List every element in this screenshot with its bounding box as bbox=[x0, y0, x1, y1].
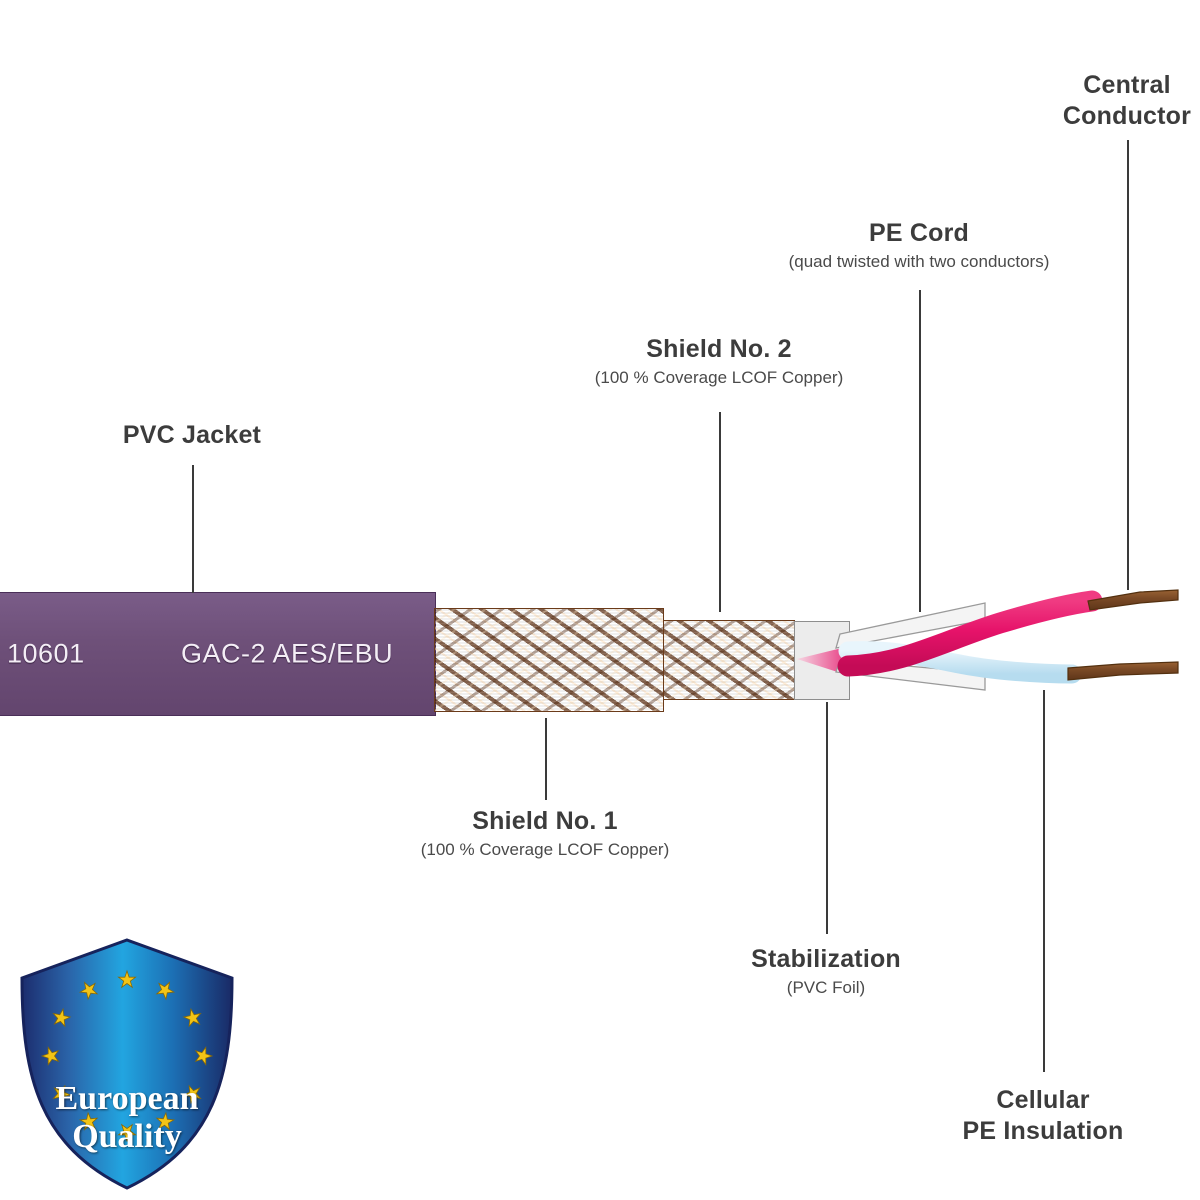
callout-shield-no-2-title: Shield No. 2 bbox=[646, 335, 792, 363]
leader-stabilization bbox=[826, 702, 828, 934]
badge-line1: European bbox=[55, 1080, 199, 1117]
callout-stabilization-subtitle: (PVC Foil) bbox=[786, 977, 866, 997]
braid-weave-1b bbox=[435, 609, 663, 711]
callout-pe-cord-title: PE Cord bbox=[868, 219, 970, 247]
central-conductor-tip-lower bbox=[1067, 661, 1179, 681]
callout-shield-no-2-subtitle: (100 % Coverage LCOF Copper) bbox=[594, 367, 844, 387]
braid-weave-1a bbox=[435, 609, 663, 711]
european-quality-badge: European Quality bbox=[18, 938, 236, 1190]
callout-stabilization-title: Stabilization bbox=[751, 945, 901, 973]
callout-pvc-jacket: PVC Jacket bbox=[62, 420, 322, 451]
jacket-model-marking: GAC-2 AES/EBU bbox=[181, 638, 394, 669]
badge-shield-shape bbox=[20, 938, 234, 1190]
braid-texture-1 bbox=[435, 609, 663, 711]
leader-shield-no-2 bbox=[719, 412, 721, 612]
callout-shield-no-1-title: Shield No. 1 bbox=[472, 807, 618, 835]
shield-no-1-braid bbox=[434, 608, 664, 712]
jacket-part-number: 10601 bbox=[7, 638, 85, 669]
callout-stabilization: Stabilization (PVC Foil) bbox=[626, 944, 1026, 998]
callout-cellular-pe-insulation-title: Cellular PE Insulation bbox=[962, 1086, 1124, 1145]
callout-cellular-pe-insulation: Cellular PE Insulation bbox=[883, 1085, 1200, 1146]
conductor-blue-insulation bbox=[838, 641, 1082, 684]
callout-shield-no-1-subtitle: (100 % Coverage LCOF Copper) bbox=[420, 839, 670, 859]
pe-cord-lower bbox=[835, 659, 986, 691]
conductor-pink-insulation bbox=[837, 590, 1103, 677]
shield-no-2-braid bbox=[663, 620, 795, 700]
callout-pe-cord: PE Cord (quad twisted with two conductor… bbox=[659, 218, 1179, 272]
callout-pe-cord-subtitle: (quad twisted with two conductors) bbox=[788, 251, 1050, 271]
braid-texture-2 bbox=[664, 621, 794, 699]
stabilization-foil bbox=[794, 621, 850, 700]
badge-line2: Quality bbox=[72, 1118, 182, 1155]
leader-pvc-jacket bbox=[192, 465, 194, 593]
leader-central-conductor bbox=[1127, 140, 1129, 590]
braid-weave-2a bbox=[664, 621, 794, 699]
callout-shield-no-1: Shield No. 1 (100 % Coverage LCOF Copper… bbox=[285, 806, 805, 860]
leader-cellular-pe bbox=[1043, 690, 1045, 1072]
leader-pe-cord bbox=[919, 290, 921, 612]
badge-shield-graphic bbox=[20, 938, 234, 1190]
badge-eu-stars bbox=[40, 969, 214, 1143]
braid-weave-2b bbox=[664, 621, 794, 699]
central-conductor-tip-upper bbox=[1087, 589, 1179, 611]
callout-central-conductor-title: Central Conductor bbox=[1062, 71, 1192, 130]
callout-pvc-jacket-title: PVC Jacket bbox=[122, 421, 262, 449]
leader-shield-no-1 bbox=[545, 718, 547, 800]
pvc-jacket-body: 10601 GAC-2 AES/EBU bbox=[0, 592, 436, 716]
callout-shield-no-2: Shield No. 2 (100 % Coverage LCOF Copper… bbox=[459, 334, 979, 388]
pe-cord-upper bbox=[835, 602, 986, 649]
callout-central-conductor: Central Conductor bbox=[967, 70, 1200, 131]
